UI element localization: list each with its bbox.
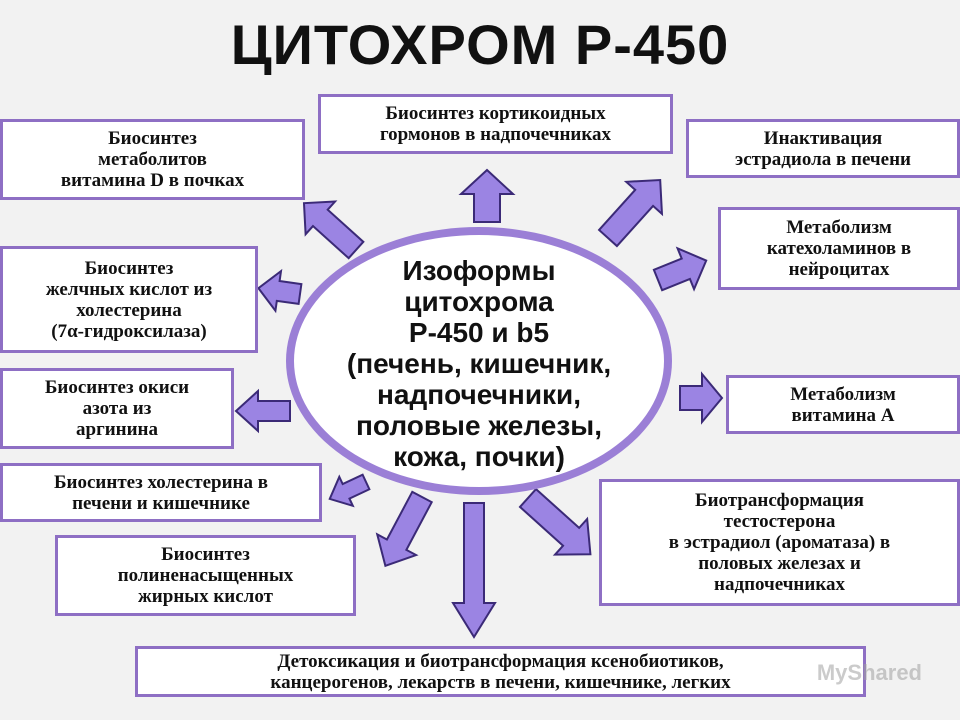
- arrow-to-estradiol-inactivation: [597, 178, 664, 248]
- box-bile-acids: Биосинтез желчных кислот из холестерина …: [0, 246, 258, 353]
- arrow-to-detox: [451, 502, 497, 639]
- box-vitamin-a: Метаболизм витамина А: [726, 375, 960, 434]
- box-estradiol-inactivation: Инактивация эстрадиола в печени: [686, 119, 960, 178]
- arrow-to-vitamin-d: [302, 200, 365, 260]
- box-catecholamines: Метаболизм катехоламинов в нейроцитах: [718, 207, 960, 290]
- box-testosterone: Биотрансформация тестостерона в эстрадио…: [599, 479, 960, 606]
- page-title: ЦИТОХРОМ Р-450: [230, 13, 730, 76]
- center-label: Изоформы цитохрома Р-450 и b5 (печень, к…: [346, 254, 612, 472]
- arrow-to-fatty-acids: [375, 490, 434, 568]
- arrow-to-nitric-oxide: [234, 388, 291, 434]
- arrow-to-vitamin-a: [679, 371, 724, 425]
- arrow-to-cholesterol: [328, 473, 371, 508]
- arrow-to-corticoids: [458, 168, 516, 223]
- central-ellipse: Изоформы цитохрома Р-450 и b5 (печень, к…: [286, 227, 672, 495]
- box-vitamin-d: Биосинтез метаболитов витамина D в почка…: [0, 119, 305, 200]
- box-fatty-acids: Биосинтез полиненасыщенных жирных кислот: [55, 535, 356, 616]
- box-cholesterol: Биосинтез холестерина в печени и кишечни…: [0, 463, 322, 522]
- box-nitric-oxide: Биосинтез окиси азота из аргинина: [0, 368, 234, 449]
- box-corticoids: Биосинтез кортикоидных гормонов в надпоч…: [318, 94, 673, 154]
- arrow-to-catecholamines: [652, 246, 708, 292]
- box-detox: Детоксикация и биотрансформация ксенобио…: [135, 646, 866, 697]
- watermark-logo: MyShared: [816, 660, 922, 685]
- arrow-to-testosterone: [518, 487, 592, 556]
- arrow-to-bile-acids: [257, 268, 303, 314]
